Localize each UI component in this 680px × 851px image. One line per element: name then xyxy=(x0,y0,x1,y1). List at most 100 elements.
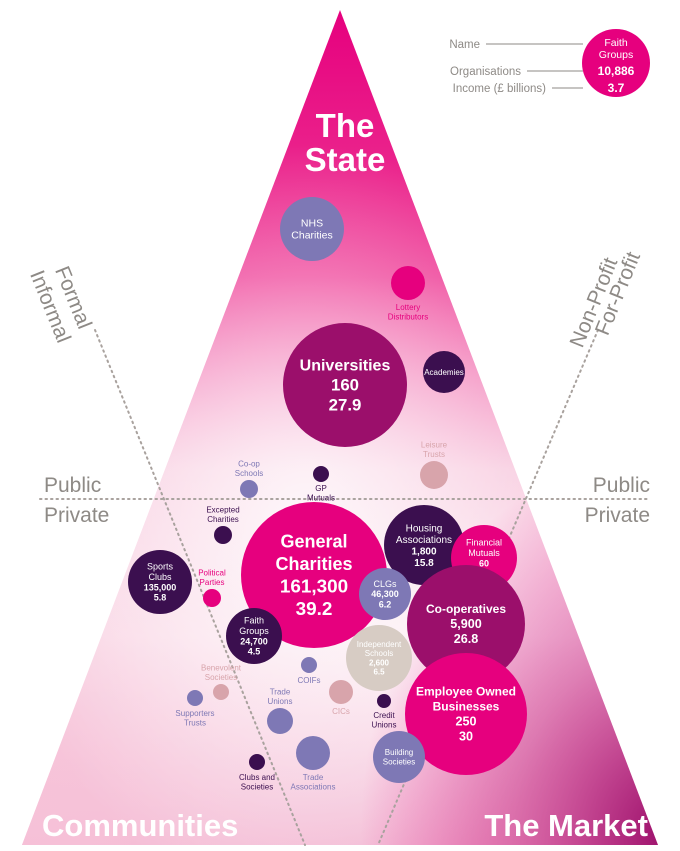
bubble-name-lottery-distributors: Distributors xyxy=(388,313,428,322)
bubble-name-academies: Academies xyxy=(424,368,464,377)
bubble-name-trade-associations: Trade xyxy=(303,773,324,782)
public-left-label: Public xyxy=(44,474,101,497)
bubble-name-excepted-charities: Excepted xyxy=(206,505,239,514)
the-market-title: The Market xyxy=(484,808,648,843)
private-left-label: Private xyxy=(44,504,109,527)
bubble-name-gp-mutuals: GP xyxy=(315,484,327,493)
formal-informal-line xyxy=(94,329,306,846)
legend-example-income: 3.7 xyxy=(608,81,625,95)
bubble-name-supporters-trusts: Supporters xyxy=(175,709,214,718)
legend-example-organisations: 10,886 xyxy=(598,64,635,78)
bubble-coifs: COIFs xyxy=(297,657,321,685)
bubble-circle-trade-unions xyxy=(267,708,293,734)
bubble-circle-excepted-charities xyxy=(214,526,232,544)
bubble-circle-leisure-trusts xyxy=(420,461,448,489)
bubble-name-benevolent-societies: Benevolent xyxy=(201,663,242,672)
legend-example-name-line1: Faith xyxy=(604,37,628,49)
private-right-label: Private xyxy=(585,504,650,527)
legend-connectors xyxy=(486,43,583,89)
bubble-name-building-societies: Building xyxy=(385,748,413,757)
bubble-name-gp-mutuals: Mutuals xyxy=(307,494,335,503)
bubble-income-co-operatives: 26.8 xyxy=(454,632,479,646)
bubble-organisations-independent-schools: 2,600 xyxy=(369,658,390,667)
bubble-circle-faith-groups xyxy=(226,608,282,664)
bubble-organisations-faith-groups: 24,700 xyxy=(240,636,268,646)
corner-titles: The State Communities The Market xyxy=(42,107,648,843)
bubble-circle-building-societies xyxy=(373,731,425,783)
bubble-name-independent-schools: Independent xyxy=(357,640,402,649)
bubble-name-financial-mutuals: Mutuals xyxy=(468,548,500,558)
public-right-label: Public xyxy=(593,474,650,497)
bubble-organisations-clgs: 46,300 xyxy=(371,589,399,599)
bubble-income-employee-owned-businesses: 30 xyxy=(459,730,473,744)
bubble-circle-academies xyxy=(423,351,465,393)
bubble-circle-benevolent-societies xyxy=(213,684,229,700)
bubble-income-housing-associations: 15.8 xyxy=(414,558,434,569)
bubble-organisations-financial-mutuals: 60 xyxy=(479,558,489,568)
bubble-name-employee-owned-businesses: Employee Owned xyxy=(416,685,516,699)
bubble-income-universities: 27.9 xyxy=(329,396,362,415)
bubble-circle-general-charities xyxy=(241,502,387,648)
bubble-name-nhs-charities: Charities xyxy=(291,230,332,242)
bubble-organisations-general-charities: 161,300 xyxy=(280,577,348,598)
bubble-income-general-charities: 39.2 xyxy=(296,599,333,620)
bubble-name-leisure-trusts: Leisure xyxy=(421,440,448,449)
bubble-name-benevolent-societies: Societies xyxy=(205,673,237,682)
bubble-circle-housing-associations xyxy=(384,505,464,585)
bubble-name-credit-unions: Credit xyxy=(373,711,395,720)
legend-organisations-label: Organisations xyxy=(450,66,521,78)
bubble-name-nhs-charities: NHS xyxy=(301,218,323,230)
bubble-income-sports-clubs: 5.8 xyxy=(154,593,167,603)
bubble-organisations-housing-associations: 1,800 xyxy=(411,546,436,557)
bubble-circle-sports-clubs xyxy=(128,550,192,614)
bubble-circle-credit-unions xyxy=(377,694,391,708)
bubble-name-building-societies: Societies xyxy=(383,757,415,766)
bubble-circle-co-op-schools xyxy=(240,480,258,498)
bubble-name-cics: CICs xyxy=(332,707,350,716)
the-state-title-line1: The xyxy=(316,107,375,144)
bubble-organisations-employee-owned-businesses: 250 xyxy=(455,715,476,729)
bubble-circle-clubs-and-societies xyxy=(249,754,265,770)
bubble-circle-coifs xyxy=(301,657,317,673)
bubble-circle-employee-owned-businesses xyxy=(405,653,527,775)
bubble-name-independent-schools: Schools xyxy=(365,649,393,658)
bubble-circle-universities xyxy=(283,323,407,447)
legend-name-label: Name xyxy=(449,39,480,51)
bubble-name-sports-clubs: Clubs xyxy=(148,572,172,582)
communities-title: Communities xyxy=(42,808,238,843)
sector-bubbles: NHSCharitiesLotteryDistributorsUniversit… xyxy=(128,197,527,792)
bubble-name-political-parties: Political xyxy=(198,568,226,577)
bubble-name-supporters-trusts: Trusts xyxy=(184,719,206,728)
bubble-name-trade-associations: Associations xyxy=(291,783,336,792)
bubble-name-clubs-and-societies: Clubs and xyxy=(239,773,275,782)
bubble-name-credit-unions: Unions xyxy=(372,721,397,730)
bubble-cics: CICs xyxy=(329,680,353,716)
bubble-name-leisure-trusts: Trusts xyxy=(423,450,445,459)
bubble-circle-lottery-distributors xyxy=(391,266,425,300)
bubble-income-clgs: 6.2 xyxy=(379,600,392,610)
bubble-name-faith-groups: Groups xyxy=(239,626,269,636)
bubble-name-lottery-distributors: Lottery xyxy=(396,303,420,312)
bubble-name-housing-associations: Associations xyxy=(396,535,452,546)
bubble-name-sports-clubs: Sports xyxy=(147,562,174,572)
bubble-organisations-sports-clubs: 135,000 xyxy=(144,582,177,592)
bubble-name-excepted-charities: Charities xyxy=(207,515,239,524)
bubble-income-faith-groups: 4.5 xyxy=(248,647,261,657)
bubble-circle-trade-associations xyxy=(296,736,330,770)
